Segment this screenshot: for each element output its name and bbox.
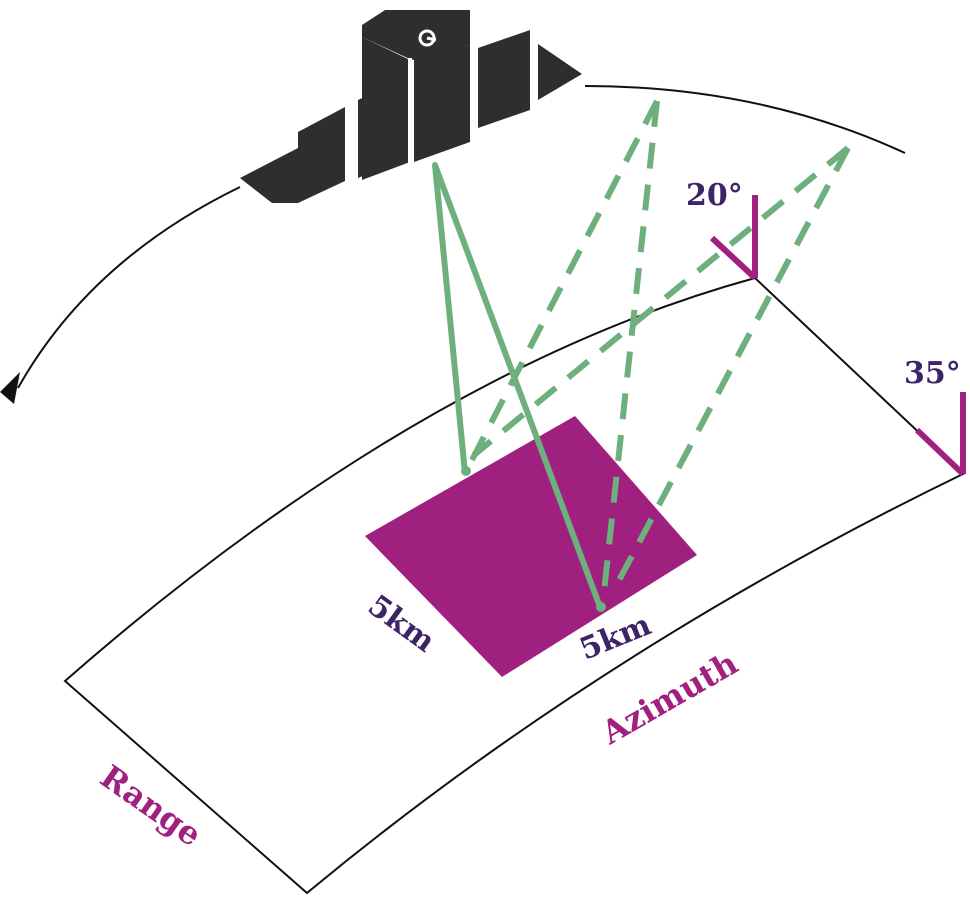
angle-label-far: 35°	[904, 356, 961, 391]
beam-point-near	[461, 466, 471, 476]
satellite-icon	[240, 10, 582, 203]
active-beam	[432, 162, 603, 609]
angle-label-near: 20°	[686, 178, 743, 213]
angle-marker-near	[709, 195, 758, 281]
orbit-arrow-icon	[0, 372, 20, 404]
angle-marker-far	[914, 392, 966, 477]
beam-point-far	[596, 602, 606, 612]
dashed-beams	[469, 99, 851, 593]
orbit-path	[0, 85, 906, 404]
